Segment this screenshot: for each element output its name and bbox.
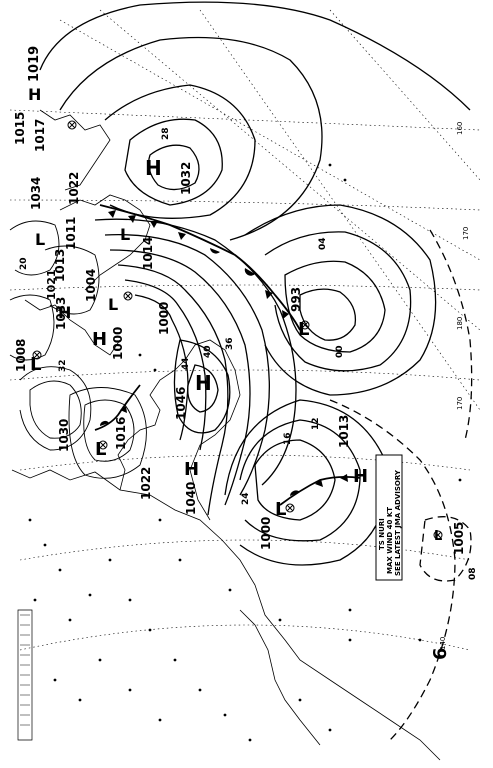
- typhoon-name: TS NURI: [378, 518, 386, 550]
- isobar-tag: 24: [241, 492, 251, 505]
- low-center: L: [95, 439, 106, 460]
- pressure-label: 1030: [57, 419, 71, 452]
- low-center: L: [108, 295, 118, 314]
- pressure-label: 1005: [452, 522, 466, 555]
- low-center: L: [298, 319, 309, 340]
- high-center: H: [184, 459, 199, 480]
- pressure-label: 1040: [184, 482, 198, 515]
- lon-label: 160: [456, 122, 464, 135]
- longitude-labels: 170 180 170 160 140: [439, 122, 470, 650]
- pressure-label: 1017: [33, 119, 47, 152]
- isobar-tags: 28 24 20 16 12 32 36 40 44 04 08 00: [19, 127, 478, 580]
- typhoon-advisory-box: TS NURI MAX WIND 40 KT SEE LATEST JMA AD…: [375, 454, 403, 581]
- low-center: L: [35, 230, 45, 249]
- pressure-label: 1032: [179, 162, 193, 195]
- isobar-tag: 44: [181, 357, 191, 370]
- isobar-tag: 16: [283, 432, 293, 445]
- pressure-label: 1013: [53, 249, 67, 282]
- center-marks: [32, 120, 443, 540]
- isobar-tag: 36: [225, 337, 235, 350]
- high-center: H: [145, 156, 162, 180]
- typhoon-advisory: SEE LATEST JMA ADVISORY: [394, 469, 402, 576]
- fronts: [94, 204, 361, 506]
- low-center: L: [275, 499, 286, 520]
- pressure-label: 1004: [84, 269, 98, 302]
- left-margin-strip: [17, 609, 33, 741]
- pressure-label: 1019: [27, 46, 42, 82]
- isobar-tag: 40: [203, 345, 213, 358]
- pressure-label: 1022: [139, 467, 153, 500]
- lon-label: 170: [462, 227, 470, 240]
- high-center: H: [58, 303, 71, 322]
- pressure-label: 1016: [114, 417, 128, 450]
- isobar-tag: 04: [318, 237, 328, 250]
- station-plots: [28, 163, 462, 742]
- high-center: H: [195, 371, 212, 395]
- high-center: H: [28, 85, 41, 104]
- pressure-label: 1015: [13, 112, 27, 145]
- lon-label: 180: [456, 317, 464, 330]
- pressure-center-letters: H H H H H H H L L L L L L L L: [28, 85, 442, 544]
- pressure-label: 1000: [111, 327, 125, 360]
- pressure-label: 993: [289, 287, 303, 312]
- graticule: [9, 9, 481, 651]
- pressure-label: 1014: [141, 237, 155, 270]
- pressure-value-labels: 1019 1015 1017 1034 1022 1013 1011 1004 …: [13, 46, 466, 555]
- typhoon-max-wind: MAX WIND 40 KT: [386, 507, 394, 574]
- high-center: H: [353, 466, 368, 487]
- pressure-label: 1034: [29, 177, 43, 210]
- lon-label: 170: [456, 397, 464, 410]
- low-center: L: [30, 354, 41, 375]
- low-center: L: [434, 529, 442, 544]
- pressure-label: 1008: [14, 339, 28, 372]
- pressure-label: 1022: [67, 172, 81, 205]
- typhoon-symbol: 6: [430, 647, 451, 660]
- isobar-tag: 32: [58, 359, 68, 372]
- isobar-tag: 20: [19, 257, 29, 270]
- high-center: H: [92, 329, 107, 350]
- lon-label: 140: [439, 637, 447, 650]
- isobar-tag: 00: [335, 345, 345, 358]
- isobar-tag: 12: [311, 417, 321, 430]
- isobars: [9, 1, 473, 741]
- pressure-label: 1000: [157, 302, 171, 335]
- pressure-label: 1011: [64, 217, 78, 250]
- pressure-label: 1021: [45, 269, 58, 300]
- pressure-label: 1000: [259, 517, 273, 550]
- low-center: L: [120, 225, 130, 244]
- isobar-tag: 28: [161, 127, 171, 140]
- pressure-label: 1046: [174, 387, 188, 420]
- pressure-label: 1033: [54, 297, 68, 330]
- isobar-tag: 08: [468, 567, 478, 580]
- coastlines: [11, 109, 441, 761]
- pressure-label: 1013: [337, 415, 351, 448]
